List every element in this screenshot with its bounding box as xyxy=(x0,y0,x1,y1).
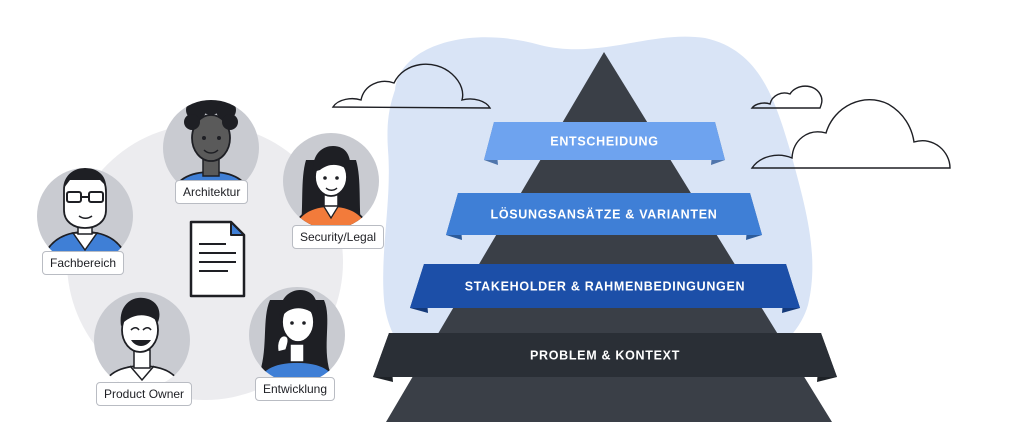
label-fachbereich: Fachbereich xyxy=(42,251,125,275)
pyramid-level-band xyxy=(410,264,800,308)
pyramid-level-label: STAKEHOLDER & RAHMENBEDINGUNGEN xyxy=(465,280,746,294)
pyramid-level-band xyxy=(373,333,837,377)
pyramid-body xyxy=(386,52,832,422)
label-security-legal: Security/Legal xyxy=(292,225,385,249)
pyramid-level-label: PROBLEM & KONTEXT xyxy=(530,349,680,363)
pyramid-level-4: PROBLEM & KONTEXT xyxy=(373,333,837,382)
pyramid-level-3: STAKEHOLDER & RAHMENBEDINGUNGEN xyxy=(410,264,800,313)
document-icon xyxy=(189,220,246,298)
cloud-small-right-icon xyxy=(750,85,823,109)
cloud-large-right-icon xyxy=(750,99,951,169)
label-entwicklung: Entwicklung xyxy=(255,377,336,401)
label-architektur: Architektur xyxy=(175,180,249,204)
pyramid-level-label: ENTSCHEIDUNG xyxy=(550,135,658,149)
pyramid-level-band xyxy=(446,193,762,235)
pyramid-level-2: LÖSUNGSANSÄTZE & VARIANTEN xyxy=(446,193,762,240)
label-product-owner: Product Owner xyxy=(96,382,193,406)
pyramid-level-label: LÖSUNGSANSÄTZE & VARIANTEN xyxy=(490,207,717,222)
cloud-left-icon xyxy=(331,63,492,109)
pyramid-level-band xyxy=(484,122,725,160)
pyramid-level-1: ENTSCHEIDUNG xyxy=(484,122,725,165)
